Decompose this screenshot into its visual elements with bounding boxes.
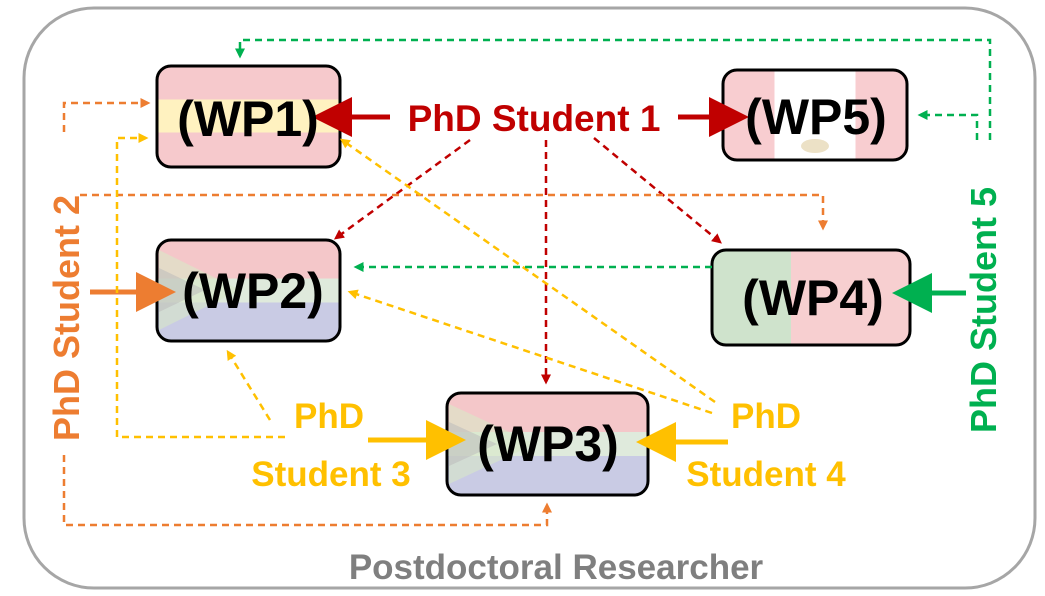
s1-dashed-arrow-wp2 [333, 138, 471, 240]
phd-student-5-label: PhD Student 5 [963, 187, 1004, 433]
phd-student-4-label-line1: PhD [731, 397, 801, 436]
phd-student-4-label-line2: Student 4 [686, 455, 846, 494]
wp5-box [721, 68, 909, 162]
phd-student-3-label-line1: PhD [294, 397, 364, 436]
s4-dashed-arrow-wp1 [339, 138, 716, 404]
postdoctoral-researcher-label: Postdoctoral Researcher [349, 548, 764, 587]
wp2-label: (WP2) [182, 263, 324, 319]
s3-dashed-arrow-wp1 [115, 133, 285, 439]
wp4-label: (WP4) [742, 270, 884, 326]
wp5-label: (WP5) [745, 89, 887, 145]
s5-dashed-arrow-wp1 [235, 38, 992, 140]
s4-dashed-arrow-wp2 [347, 289, 713, 415]
phd-student-1-label: PhD Student 1 [408, 98, 661, 139]
wp3-label: (WP3) [477, 416, 619, 472]
wp2-box [155, 238, 342, 343]
s5-dashed-arrow-wp5 [917, 110, 979, 140]
s1-dashed-arrow-wp4 [593, 137, 722, 244]
phd-student-3-label-line2: Student 3 [251, 455, 410, 494]
s3-dashed-arrow-wp2 [226, 349, 272, 421]
wp1-label: (WP1) [177, 91, 319, 147]
phd-student-2-label: PhD Student 2 [46, 195, 87, 441]
s2-dashed-arrow-wp1 [62, 98, 151, 132]
